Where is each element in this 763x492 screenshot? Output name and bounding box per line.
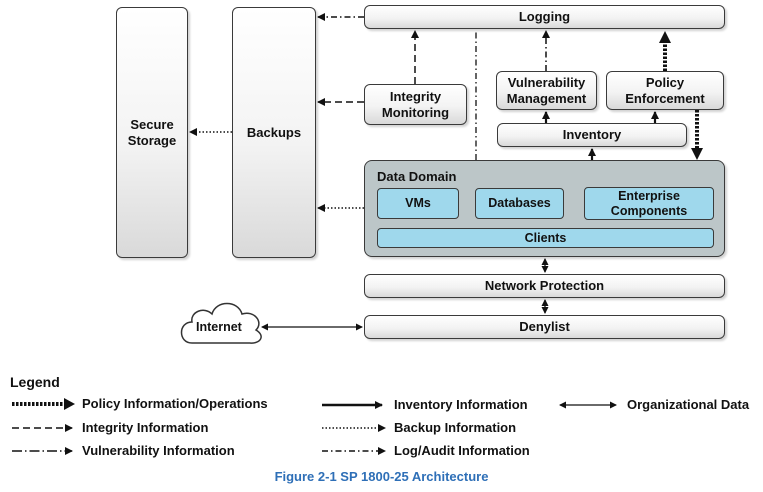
policy-arrowhead-to-logging — [659, 31, 671, 43]
legend-integrity-label: Integrity Information — [82, 420, 209, 435]
legend-policy-label: Policy Information/Operations — [82, 396, 268, 411]
data-domain-container: Data Domain VMs Databases Enterprise Com… — [364, 160, 725, 257]
integrity-monitoring-label: Integrity Monitoring — [381, 88, 450, 120]
figure-caption: Figure 2-1 SP 1800-25 Architecture — [274, 469, 489, 484]
clients-box: Clients — [377, 228, 714, 248]
databases-box: Databases — [475, 188, 564, 219]
internet-cloud-icon — [180, 302, 262, 344]
enterprise-components-label: Enterprise Components — [610, 189, 688, 218]
policy-enforcement-label: Policy Enforcement — [625, 74, 705, 106]
databases-label: Databases — [488, 196, 551, 211]
legend-organizational-label: Organizational Data — [627, 397, 750, 412]
legend-backup-label: Backup Information — [394, 420, 517, 435]
secure-storage-label: Secure Storage — [127, 116, 177, 148]
internet-label: Internet — [196, 320, 242, 334]
logging-box: Logging — [364, 5, 725, 29]
legend-policy-arrowhead — [64, 398, 75, 410]
legend-title: Legend — [10, 374, 60, 390]
secure-storage-box: Secure Storage — [116, 7, 188, 258]
inventory-label: Inventory — [562, 127, 622, 143]
inventory-box: Inventory — [497, 123, 687, 147]
denylist-label: Denylist — [519, 319, 570, 335]
vms-box: VMs — [377, 188, 459, 219]
denylist-box: Denylist — [364, 315, 725, 339]
backups-box: Backups — [232, 7, 316, 258]
legend-vulnerability-label: Vulnerability Information — [82, 443, 235, 458]
enterprise-components-box: Enterprise Components — [584, 187, 714, 220]
integrity-monitoring-box: Integrity Monitoring — [364, 84, 467, 125]
policy-enforcement-box: Policy Enforcement — [606, 71, 724, 110]
vulnerability-management-box: Vulnerability Management — [496, 71, 597, 110]
policy-arrowhead-to-data-domain — [691, 148, 703, 160]
legend-log-audit-label: Log/Audit Information — [394, 443, 530, 458]
network-protection-label: Network Protection — [484, 278, 605, 294]
vms-label: VMs — [405, 196, 431, 211]
vulnerability-management-label: Vulnerability Management — [506, 74, 587, 106]
network-protection-box: Network Protection — [364, 274, 725, 298]
data-domain-title: Data Domain — [377, 169, 457, 184]
logging-label: Logging — [518, 9, 571, 25]
clients-label: Clients — [524, 230, 567, 245]
legend-inventory-label: Inventory Information — [394, 397, 528, 412]
backups-label: Backups — [246, 124, 302, 140]
